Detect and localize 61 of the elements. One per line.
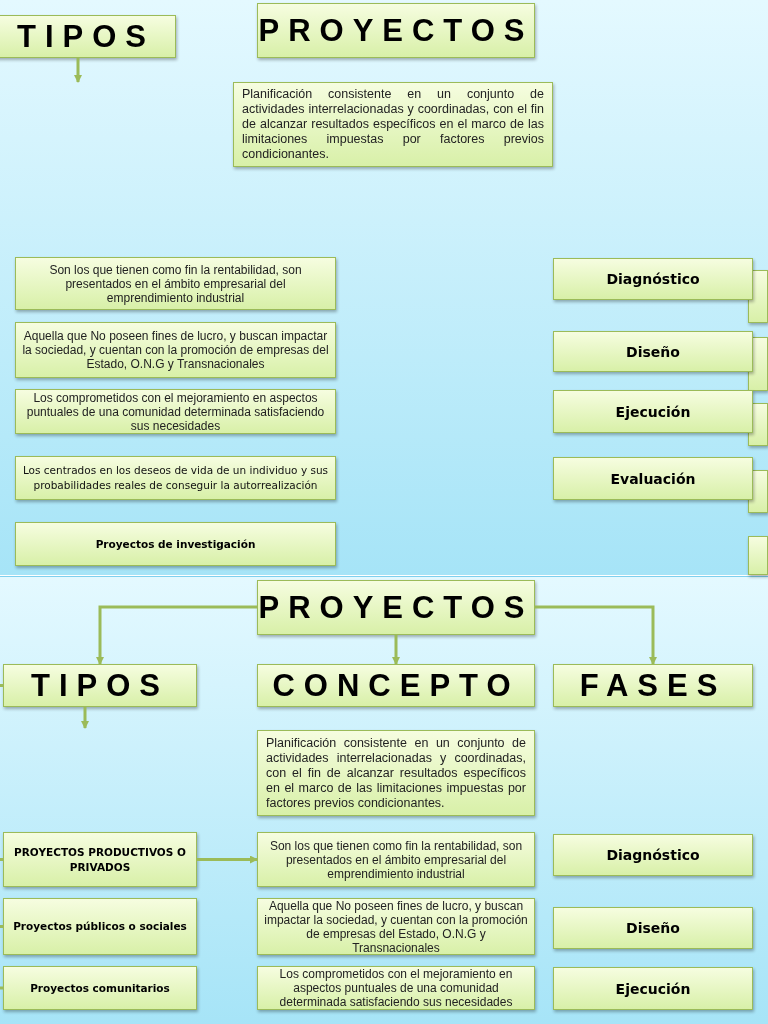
arrow [535,605,657,665]
arrow [74,58,82,83]
arrow [81,707,89,729]
heading-text: TIPOS [17,18,155,55]
heading-text: CONCEPTO [272,667,520,704]
arrow [197,855,258,864]
heading-box [257,580,535,635]
heading-box [0,15,176,58]
box-text: PROYECTOS PRODUCTIVOS O PRIVADOS [13,844,187,875]
description-box [15,456,336,500]
box-text: Ejecución [615,980,691,997]
box-text: Diseño [626,343,680,360]
box-text: Planificación consistente en un conjunto de actividades interrelacionadas y coordinadas, con el fin de alcanzar resultados específicos en el marco de las limitaciones impuestas por factores previos condicionantes. [265,735,527,811]
box-text: Evaluación [610,470,696,487]
connector-line [0,858,3,861]
phase-box [553,457,753,500]
box-text: Diagnóstico [606,271,700,287]
box-text: Son los que tienen como fin la rentabilidad, son presentados en el ámbito empresarial del emprendimiento industrial [48,262,303,305]
description-box [257,966,535,1010]
description-box [15,257,336,310]
heading-box [3,664,197,707]
box-text: Planificación consistente en un conjunto de actividades interrelacionadas y coordinadas, con el fin de alcanzar resultados específicos en el marco de las limitaciones impuestas por factores previos condicionantes. [241,87,545,162]
type-box [3,966,197,1010]
description-box [257,832,535,887]
box-text: Los comprometidos con el mejoramiento en aspectos puntuales de una comunidad determinada satisfaciendo sus necesidades [25,390,326,433]
type-box [15,522,336,566]
box-text: Proyectos públicos o sociales [12,919,188,934]
type-box [3,898,197,955]
phase-box [553,390,753,433]
heading-text: TIPOS [31,667,169,704]
phase-box [553,907,753,949]
heading-text: FASES [579,667,727,704]
box-text: Aquella que No poseen fines de lucro, y buscan impactar la sociedad, y cuentan con la promoción de empresas del Estado, O.N.G y Transnacionales [21,329,330,371]
phase-box [553,331,753,372]
type-box [3,832,197,887]
concept-box [257,730,535,816]
box-text: Diagnóstico [606,847,700,863]
heading-text: PROYECTOS [258,12,534,49]
connector-line [0,925,3,928]
heading-box [257,664,535,707]
concept-box [233,82,553,167]
phase-box [553,834,753,876]
description-box [15,322,336,378]
box-text: Son los que tienen como fin la rentabilidad, son presentados en el ámbito empresarial del emprendimiento industrial [268,838,524,881]
connector-line [0,986,3,990]
connector-line [0,684,3,687]
box-text: Diseño [626,920,680,936]
heading-text: PROYECTOS [258,589,534,626]
heading-box [553,664,753,707]
box-text: Proyectos de investigación [94,536,257,552]
box-text: Proyectos comunitarios [29,980,171,996]
box-text: Los centrados en los deseos de vida de un individuo y sus probabilidades reales de conseguir la autorrealización [21,463,330,493]
empty-box [748,536,768,575]
box-text: Aquella que No poseen fines de lucro, y buscan impactar la sociedad, y cuentan con la promoción de empresas del Estado, O.N.G y Transnacionales [263,898,529,955]
phase-box [553,258,753,300]
arrow [96,605,257,665]
box-text: Los comprometidos con el mejoramiento en aspectos puntuales de una comunidad determinada satisfaciendo sus necesidades [278,967,514,1009]
heading-box [257,3,535,58]
phase-box [553,967,753,1010]
box-text: Ejecución [615,403,691,420]
arrow [392,635,400,665]
